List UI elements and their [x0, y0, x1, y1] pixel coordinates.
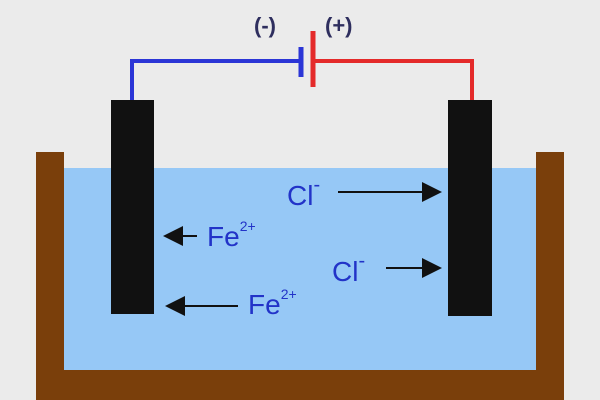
container-right-wall: [536, 152, 564, 400]
iron-ion-1-charge: 2+: [240, 218, 256, 234]
chloride-ion-2-label: Cl-: [332, 250, 365, 287]
container-bottom: [36, 370, 564, 400]
chloride-ion-2-symbol: Cl: [332, 256, 358, 287]
chloride-ion-1-symbol: Cl: [287, 180, 313, 211]
iron-ion-1-symbol: Fe: [207, 221, 240, 252]
circuit-wires: [130, 59, 474, 103]
right-electrode: [448, 100, 492, 316]
negative-terminal-label: (-): [254, 13, 276, 38]
positive-terminal-label: (+): [325, 13, 353, 38]
iron-ion-1-label: Fe2+: [207, 218, 256, 252]
battery: (-) (+): [254, 13, 353, 87]
iron-ion-2: Fe2+: [165, 286, 297, 320]
chloride-ion-2-charge: -: [358, 250, 365, 272]
container: [36, 152, 564, 400]
iron-ion-1: Fe2+: [163, 218, 256, 252]
iron-ion-2-charge: 2+: [281, 286, 297, 302]
positive-wire: [312, 59, 474, 103]
container-left-wall: [36, 152, 64, 400]
left-electrode: [111, 100, 154, 314]
chloride-ion-1-label: Cl-: [287, 174, 320, 211]
chloride-ion-2: Cl-: [332, 250, 442, 287]
iron-ion-2-label: Fe2+: [248, 286, 297, 320]
negative-wire: [130, 59, 301, 102]
chloride-ion-1-charge: -: [313, 174, 320, 196]
iron-ion-2-symbol: Fe: [248, 289, 281, 320]
chloride-ion-1: Cl-: [287, 174, 442, 211]
